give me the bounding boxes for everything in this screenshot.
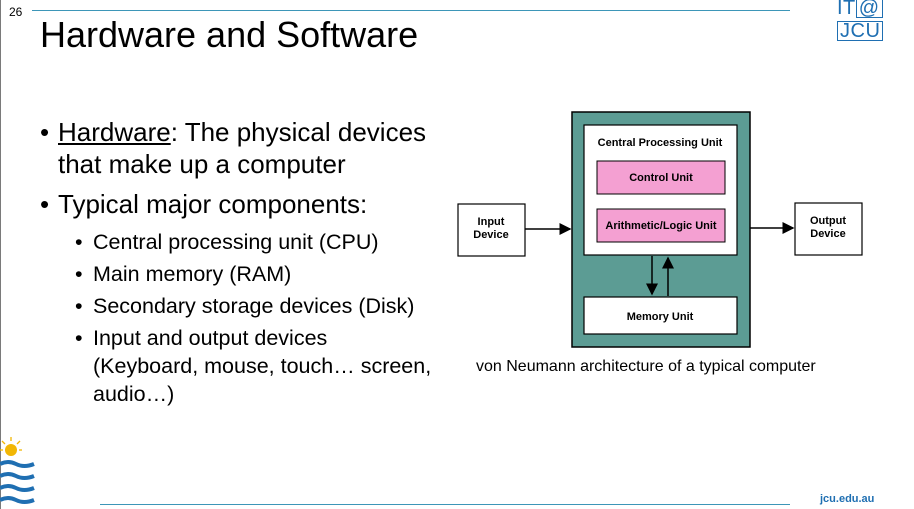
footer-rule [100,504,790,505]
sub-bullet-text: Input and output devices (Keyboard, mous… [93,326,432,406]
sub-bullet-text: Secondary storage devices (Disk) [93,294,415,318]
logo-at: @ [855,0,883,18]
cpu-label: Central Processing Unit [598,137,723,149]
diagram-caption: von Neumann architecture of a typical co… [476,358,816,375]
it-jcu-logo: IT@ JCU [837,0,914,43]
alu-label: Arithmetic/Logic Unit [605,220,717,232]
bullet-dot: • [40,189,50,219]
output-device-box [794,202,863,256]
memory-unit-label: Memory Unit [627,311,694,323]
bullet-dot: • [75,262,83,286]
bullet-dot: • [40,117,50,147]
logo-it: IT [837,0,856,19]
sub-bullet-text: Main memory (RAM) [93,262,292,286]
bullet-hardware: • Hardware: The physical devices that ma… [38,116,438,180]
bullet-components: • Typical major components: [38,188,438,220]
bullet-list: • Hardware: The physical devices that ma… [38,116,438,412]
hardware-term: Hardware [58,117,171,147]
jcu-sun-logo [0,437,35,504]
input-device-box [457,203,526,257]
sub-bullet-ram: • Main memory (RAM) [38,260,438,288]
logo-jcu: JCU [837,21,884,41]
components-heading: Typical major components: [58,189,368,219]
control-unit-label: Control Unit [629,172,693,184]
sub-bullet-disk: • Secondary storage devices (Disk) [38,292,438,320]
sub-bullet-text: Central processing unit (CPU) [93,230,379,254]
sub-bullet-io: • Input and output devices (Keyboard, mo… [38,324,438,408]
output-device-label-2: Device [810,228,845,240]
footer-url: jcu.edu.au [820,493,875,505]
output-device-label-1: Output [810,215,846,227]
slide-number: 26 [9,5,23,19]
sub-bullet-cpu: • Central processing unit (CPU) [38,228,438,256]
bullet-dot: • [75,294,83,318]
control-unit-box [596,160,726,195]
slide-title: Hardware and Software [40,14,419,55]
bullet-dot: • [75,326,83,350]
input-device-label-2: Device [473,229,508,241]
hardware-definition: : The physical devices that make up a co… [58,117,427,179]
input-device-label-1: Input [478,216,505,228]
slide-left-border [0,0,1,509]
bullet-dot: • [75,230,83,254]
memory-unit-box [583,296,738,335]
alu-box [596,208,726,243]
header-rule [32,10,790,11]
